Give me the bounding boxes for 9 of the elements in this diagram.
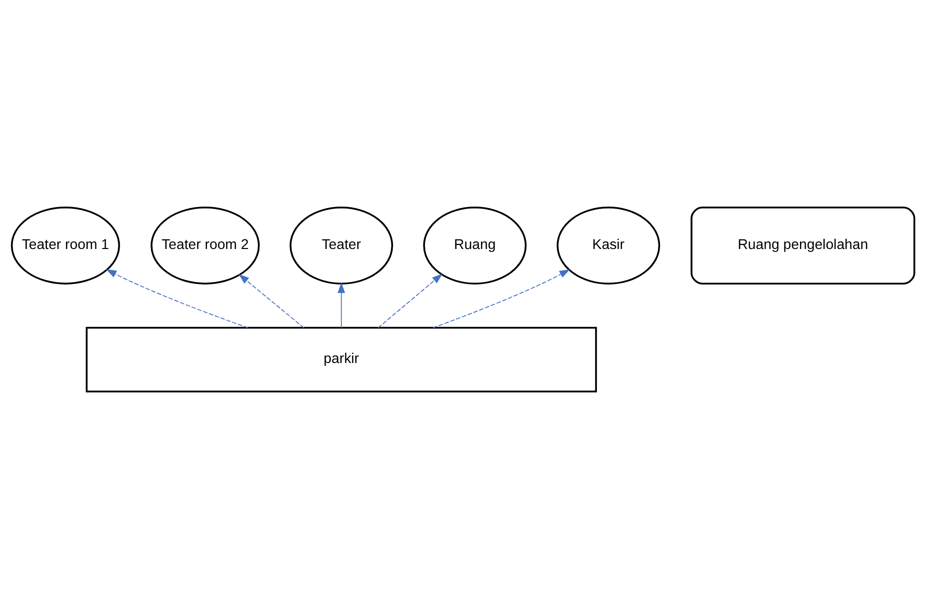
arrow [338, 282, 346, 328]
node-box: Ruang pengelolahan [690, 206, 916, 284]
node-box: parkir [86, 326, 597, 392]
arrow [106, 269, 248, 328]
arrow [238, 274, 304, 328]
node-ellipse: Teater room 1 [10, 206, 120, 284]
node-ellipse: Teater [290, 206, 394, 284]
arrow [432, 269, 570, 328]
arrow [378, 274, 443, 328]
